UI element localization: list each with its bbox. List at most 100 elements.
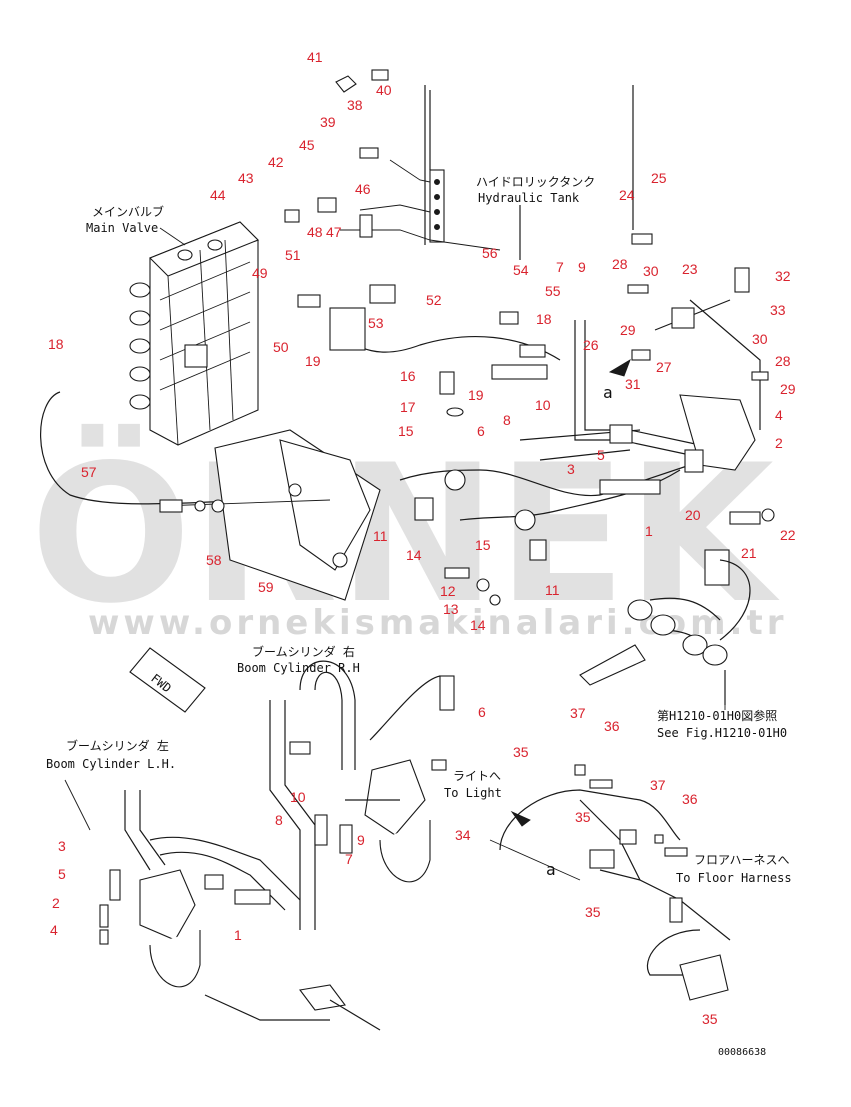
callout-35-upper: 35 <box>513 744 529 760</box>
callout-3-upper: 3 <box>567 461 575 477</box>
watermark: ÖRNEK www.ornekismakinalari.com.tr <box>30 423 787 645</box>
callout-7-upper: 7 <box>556 259 564 275</box>
see-fig-en-label: See Fig.H1210-01H0 <box>657 726 787 740</box>
callout-3-lower: 3 <box>58 838 66 854</box>
tank-fittings <box>284 69 769 417</box>
callout-6-lower: 6 <box>478 704 486 720</box>
see-fig-jp-label: 第H1210-01H0図参照 <box>657 708 777 723</box>
callout-53: 53 <box>368 315 384 331</box>
callout-11-upper: 11 <box>373 528 388 544</box>
callout-58: 58 <box>206 552 222 568</box>
callout-5-lower: 5 <box>58 866 66 882</box>
main-valve-en-label: Main Valve <box>86 221 158 235</box>
callout-39: 39 <box>320 114 336 130</box>
callout-1-lower: 1 <box>234 927 242 943</box>
callout-27: 27 <box>656 359 672 375</box>
callout-46: 46 <box>355 181 371 197</box>
callout-18-left: 18 <box>48 336 64 352</box>
callout-4-lower: 4 <box>50 922 58 938</box>
callout-40: 40 <box>376 82 392 98</box>
callouts: 41 38 40 39 45 42 43 46 44 48 47 49 51 5… <box>48 49 796 1027</box>
callout-16: 16 <box>400 368 416 384</box>
callout-30-lower: 30 <box>752 331 768 347</box>
view-a-top-label: a <box>603 383 613 402</box>
callout-2-lower: 2 <box>52 895 60 911</box>
callout-28-upper: 28 <box>612 256 628 272</box>
callout-36-upper: 36 <box>604 718 620 734</box>
callout-30-upper: 30 <box>643 263 659 279</box>
hydraulic-tank-en-label: Hydraulic Tank <box>478 191 580 205</box>
main-valve-jp-label: メインバルブ <box>92 204 164 219</box>
callout-45: 45 <box>299 137 315 153</box>
callout-29-upper: 29 <box>620 322 636 338</box>
boom-cylinder-rh <box>269 660 455 930</box>
callout-35-lower: 35 <box>585 904 601 920</box>
boom-cylinder-lh <box>99 790 381 1031</box>
callout-34: 34 <box>455 827 471 843</box>
cover-plates <box>159 429 381 601</box>
callout-55: 55 <box>545 283 561 299</box>
watermark-url: www.ornekismakinalari.com.tr <box>88 603 787 643</box>
callout-7-lower: 7 <box>345 851 353 867</box>
callout-15-lower: 15 <box>475 537 491 553</box>
callout-29-lower: 29 <box>780 381 796 397</box>
callout-8-upper: 8 <box>503 412 511 428</box>
callout-51: 51 <box>285 247 301 263</box>
hydraulic-tank-jp-label: ハイドロリックタンク <box>476 175 595 189</box>
callout-20: 20 <box>685 507 701 523</box>
view-a-bottom-label: a <box>546 860 556 879</box>
callout-14-lower: 14 <box>470 617 486 633</box>
callout-10-upper: 10 <box>535 397 551 413</box>
callout-56a: 56 <box>482 245 498 261</box>
callout-22: 22 <box>780 527 796 543</box>
callout-9-upper: 9 <box>578 259 586 275</box>
callout-41: 41 <box>307 49 323 65</box>
watermark-brand: ÖRNEK <box>30 423 780 645</box>
callout-19-upper: 19 <box>305 353 321 369</box>
callout-43: 43 <box>238 170 254 186</box>
callout-44: 44 <box>210 187 226 203</box>
callout-36-lower: 36 <box>682 791 698 807</box>
callout-47: 47 <box>326 224 342 240</box>
callout-19-mid: 19 <box>468 387 484 403</box>
text-labels: メインバルブ Main Valve ハイドロリックタンク Hydraulic T… <box>46 175 792 1058</box>
main-valve <box>129 221 259 446</box>
callout-24: 24 <box>619 187 635 203</box>
callout-11-lower: 11 <box>545 582 560 598</box>
floor-jp-label: フロアハーネスへ <box>694 853 790 867</box>
callout-23: 23 <box>682 261 698 277</box>
callout-13: 13 <box>443 601 459 617</box>
callout-5-upper: 5 <box>597 447 605 463</box>
callout-21: 21 <box>741 545 757 561</box>
callout-35-mid: 35 <box>575 809 591 825</box>
drawing-number: 00086638 <box>718 1047 766 1058</box>
callout-1-upper: 1 <box>645 523 653 539</box>
callout-12: 12 <box>440 583 456 599</box>
callout-33: 33 <box>770 302 786 318</box>
light-en-label: To Light <box>444 786 502 800</box>
see-fig-assembly <box>579 549 751 705</box>
boom-rh-en-label: Boom Cylinder R.H <box>237 661 360 675</box>
callout-14-upper: 14 <box>406 547 422 563</box>
callout-37-lower: 37 <box>650 777 666 793</box>
callout-54: 54 <box>513 262 529 278</box>
callout-28-lower: 28 <box>775 353 791 369</box>
callout-6-upper: 6 <box>477 423 485 439</box>
callout-15-upper: 15 <box>398 423 414 439</box>
callout-4-upper: 4 <box>775 407 783 423</box>
floor-en-label: To Floor Harness <box>676 871 792 885</box>
callout-2-upper: 2 <box>775 435 783 451</box>
mid-clamps <box>414 469 775 606</box>
leader-lines <box>64 210 726 881</box>
boom-rh-jp-label: ブームシリンダ 右 <box>252 644 355 659</box>
callout-48: 48 <box>307 224 323 240</box>
callout-17: 17 <box>400 399 416 415</box>
callout-50: 50 <box>273 339 289 355</box>
callout-25: 25 <box>651 170 667 186</box>
boom-lh-jp-label: ブームシリンダ 左 <box>66 738 169 753</box>
callout-9-lower: 9 <box>357 832 365 848</box>
callout-38: 38 <box>347 97 363 113</box>
light-jp-label: ライトへ <box>453 769 501 783</box>
callout-49: 49 <box>252 265 268 281</box>
